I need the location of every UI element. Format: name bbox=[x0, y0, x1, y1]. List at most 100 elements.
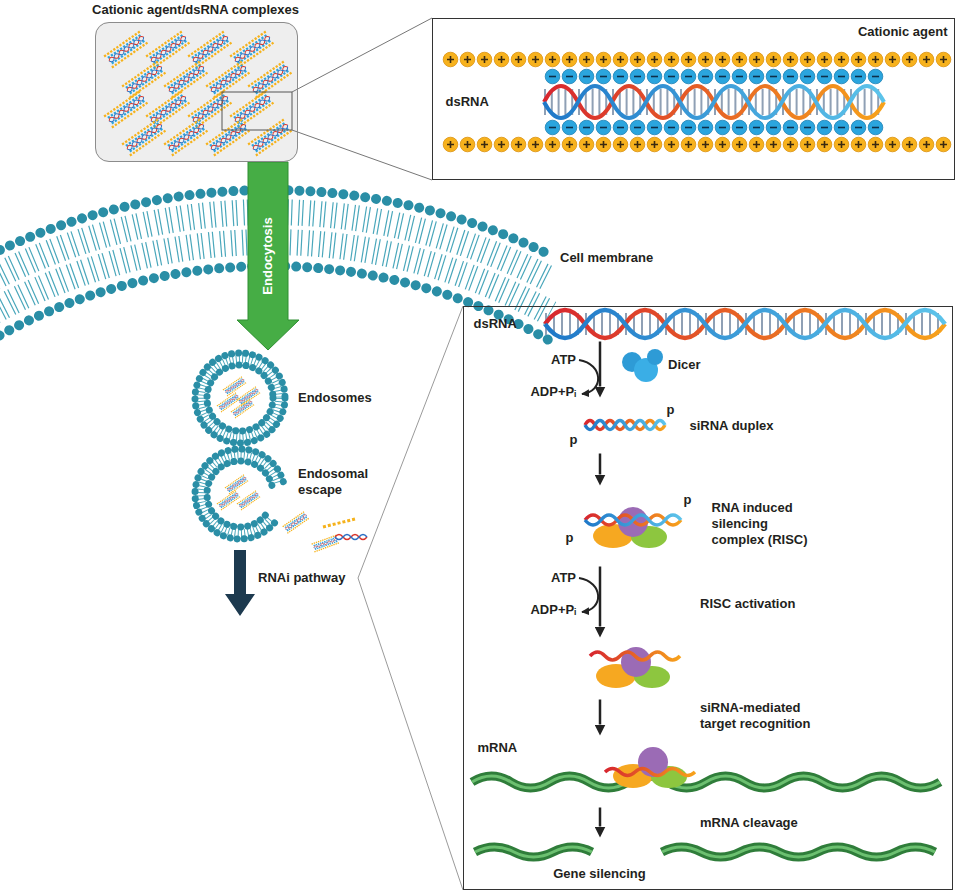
complex-particle bbox=[206, 119, 251, 156]
pathway-arrow bbox=[225, 550, 255, 616]
pathway-label: RNAi pathway bbox=[258, 570, 345, 586]
mrna-fragment bbox=[662, 847, 935, 857]
dicer-enzyme bbox=[622, 349, 663, 382]
endosome-shape bbox=[195, 353, 285, 443]
phosphate-label: p bbox=[566, 530, 574, 546]
phosphate-label: p bbox=[684, 492, 692, 508]
complex-particle bbox=[217, 490, 241, 510]
mrna-fragment bbox=[475, 847, 592, 857]
phosphate-row bbox=[544, 68, 884, 85]
complex-particle bbox=[164, 61, 209, 98]
rna-strand bbox=[590, 652, 680, 660]
risc-proteins bbox=[593, 507, 667, 548]
lipid-heads bbox=[207, 461, 272, 527]
complex-particle bbox=[164, 119, 209, 156]
complex-particle bbox=[248, 119, 293, 156]
endocytosis-arrow bbox=[237, 162, 299, 350]
rna-strand bbox=[335, 535, 367, 540]
rna-strand bbox=[585, 515, 681, 525]
complex-particle bbox=[122, 61, 167, 98]
cation-row bbox=[442, 136, 952, 153]
stage-label: Endosomal escape bbox=[298, 466, 382, 498]
zoom-leader bbox=[292, 18, 432, 180]
rna-strand bbox=[544, 86, 884, 118]
enzyme-label: Dicer bbox=[668, 357, 701, 373]
flow-arrow bbox=[599, 700, 602, 725]
complex-particle bbox=[230, 31, 275, 68]
active-risc-stage bbox=[570, 640, 720, 698]
complex-box: Cationic agent/dsRNA complexes bbox=[95, 22, 298, 162]
box-fill bbox=[95, 22, 298, 162]
rna-strand bbox=[544, 86, 884, 118]
box-heading: Cationic agent/dsRNA complexes bbox=[70, 2, 322, 18]
edge-label: Endocytosis bbox=[260, 217, 276, 294]
complex-particle bbox=[225, 474, 249, 494]
complex-particle bbox=[223, 376, 247, 396]
rna-strand bbox=[545, 310, 945, 338]
flow-arrow bbox=[599, 342, 602, 387]
sirna-stage: siRNA duplex p p bbox=[560, 400, 800, 452]
risc-stage: pRNA induced silencing complex (RISC)p bbox=[560, 488, 835, 565]
complex-particle bbox=[283, 511, 310, 533]
complex-label: RNA induced silencing complex (RISC) bbox=[712, 500, 817, 548]
silencing-stage: Gene silencing bbox=[468, 840, 948, 888]
mrna-fragment bbox=[475, 847, 592, 857]
rna-strand bbox=[585, 421, 665, 430]
complex-particle bbox=[231, 398, 255, 418]
part-label: Cationic agent bbox=[800, 24, 948, 40]
lipid-tails bbox=[201, 455, 278, 533]
dsrna-stage: dsRNA bbox=[468, 308, 948, 340]
structure-label: Cell membrane bbox=[560, 250, 653, 266]
lipid-heads bbox=[195, 449, 283, 539]
lipid-heads bbox=[195, 353, 285, 443]
phosphate-label: p bbox=[570, 432, 578, 448]
cofactor-label: ATP bbox=[520, 352, 576, 368]
escape-shape bbox=[195, 449, 285, 539]
mrna-stage: mRNA bbox=[468, 738, 948, 806]
cofactor-label: ADP+Pᵢ bbox=[496, 384, 576, 400]
flow-arrow bbox=[599, 808, 602, 827]
zoom-box: Cationic agent dsRNA bbox=[432, 18, 955, 180]
energy-arrow bbox=[579, 360, 598, 394]
complex-particle bbox=[146, 31, 191, 68]
mrna-ribbon bbox=[472, 776, 940, 788]
zoom-frame bbox=[222, 92, 292, 130]
complex-particle bbox=[122, 119, 167, 156]
zoom-leader bbox=[358, 306, 463, 890]
complex-particle bbox=[188, 31, 233, 68]
phosphate-label: p bbox=[667, 402, 675, 418]
molecule-label: siRNA duplex bbox=[690, 418, 774, 434]
rna-strand bbox=[605, 769, 695, 776]
rna-strand bbox=[335, 535, 367, 540]
part-label: dsRNA bbox=[446, 94, 489, 110]
edge-label: siRNA-mediated target recognition bbox=[700, 700, 830, 732]
complex-particle bbox=[237, 386, 261, 406]
complex-particles bbox=[104, 31, 293, 156]
mrna-fragment bbox=[662, 847, 935, 857]
escape-circle: Endosomal escape bbox=[195, 449, 285, 539]
flow-arrow bbox=[599, 567, 602, 627]
cation-chain bbox=[323, 519, 355, 527]
stage-label: Endosomes bbox=[298, 390, 372, 406]
edge-label: mRNA cleavage bbox=[700, 815, 798, 831]
complex-particle bbox=[217, 392, 241, 412]
endosome-circle: Endosomes bbox=[195, 353, 285, 443]
molecule-label: mRNA bbox=[478, 740, 518, 756]
rna-strand bbox=[545, 310, 945, 338]
lipid-heads bbox=[207, 365, 273, 431]
cofactor-label: ADP+Pᵢ bbox=[496, 602, 576, 618]
phosphate-row bbox=[544, 119, 884, 136]
complex-particle bbox=[237, 490, 261, 510]
complex-particle bbox=[104, 91, 149, 128]
molecule-label: dsRNA bbox=[474, 316, 517, 332]
edge-label: RISC activation bbox=[700, 596, 795, 612]
rna-strand bbox=[585, 515, 681, 525]
dicer-lobe bbox=[647, 349, 663, 365]
rna-strand bbox=[585, 421, 665, 430]
complex-particle bbox=[104, 31, 149, 68]
cation-row bbox=[442, 51, 952, 68]
outcome-label: Gene silencing bbox=[540, 866, 660, 882]
